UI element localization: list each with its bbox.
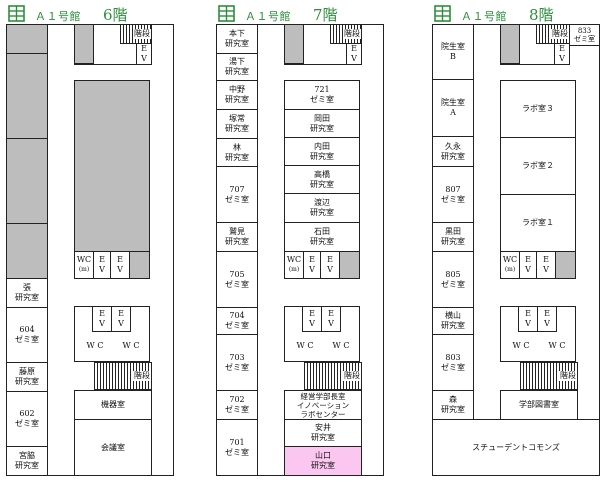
room-zhang: 張 研究室: [6, 278, 48, 308]
stairs-top: 階段: [536, 24, 570, 44]
room-lab1: ラボ室１: [500, 194, 576, 252]
gray-block: [6, 24, 48, 54]
room-yasui: 安井 研究室: [284, 419, 362, 447]
gray-block: [555, 251, 576, 279]
room-motoshita: 本下 研究室: [216, 24, 258, 54]
corridor-line: [74, 64, 136, 65]
room-703: 703 ゼミ室: [216, 334, 258, 391]
elevator: E V: [519, 251, 537, 279]
floor-label: 7階: [313, 6, 338, 24]
room-uchida: 内田 研究室: [284, 137, 360, 166]
corridor-line: [284, 64, 346, 65]
room-hisanaga: 久永 研究室: [432, 136, 474, 167]
room-yokoyama: 横山 研究室: [432, 307, 474, 335]
room-innovation: 経営学部長室 イノベーション ラボセンター: [284, 390, 362, 420]
floor-plan-6f: Ａ１号館 6階 張 研究室 604 ゼミ室 藤原 研究室 602 ゼミ室 宮脇 …: [0, 0, 184, 486]
room-hayashi: 林 研究室: [216, 138, 258, 167]
room-takahashi: 高橋 研究室: [284, 165, 360, 194]
stairs-top: 階段: [120, 24, 152, 44]
wc-right: W C: [548, 341, 566, 350]
wc-right: W C: [122, 341, 140, 350]
room-602: 602 ゼミ室: [6, 391, 48, 447]
room-nakano: 中野 研究室: [216, 80, 258, 110]
room-grad-b: 院生室 B: [432, 24, 474, 80]
room-604: 604 ゼミ室: [6, 307, 48, 363]
gray-block: [129, 251, 150, 279]
elevator: E V: [302, 306, 322, 332]
room-lab3: ラボ室３: [500, 80, 576, 138]
room-commons: スチューデントコモンズ: [432, 419, 600, 476]
room-807: 807 ゼミ室: [432, 166, 474, 223]
gray-block: [6, 223, 48, 279]
wc-small: WC(m): [284, 251, 304, 279]
elevator: E V: [92, 306, 112, 332]
room-704: 704 ゼミ室: [216, 307, 258, 335]
wc-small: WC(m): [74, 251, 94, 279]
room-yamaguchi: 山口 研究室: [284, 446, 362, 476]
elevator: E V: [93, 251, 111, 279]
stairs-mid: 階段: [94, 362, 152, 390]
room-grad-a: 院生室 A: [432, 79, 474, 137]
room-mori: 森 研究室: [432, 390, 474, 420]
gray-block: [74, 80, 150, 252]
elevator: E V: [321, 306, 341, 332]
elevator: E V: [518, 306, 538, 332]
building-icon: [218, 5, 235, 22]
gray-block: [6, 138, 48, 224]
room-ishida: 石田 研究室: [284, 222, 360, 252]
building-name: Ａ１号館: [461, 10, 507, 23]
floor-plan-7f: Ａ１号館 7階 本下 研究室 湯下 研究室 中野 研究室 塚常 研究室 林 研究…: [210, 0, 394, 486]
room-707: 707 ゼミ室: [216, 166, 258, 223]
room-721: 721 ゼミ室: [284, 80, 360, 110]
room-washimi: 鷲見 研究室: [216, 222, 258, 252]
elevator: E V: [110, 251, 130, 279]
elevator-top: E V: [136, 43, 152, 65]
gray-block: [339, 251, 360, 279]
elevator: E V: [303, 251, 321, 279]
room-705: 705 ゼミ室: [216, 251, 258, 308]
room-702: 702 ゼミ室: [216, 390, 258, 420]
wc-left: W C: [512, 341, 530, 350]
stairs-mid: 階段: [304, 362, 362, 390]
elevator: E V: [111, 306, 131, 332]
wc-left: W C: [86, 341, 104, 350]
room-library: 学部図書室: [500, 390, 578, 420]
wc-small: WC(m): [500, 251, 520, 279]
gray-block: [74, 24, 94, 64]
elevator-top: E V: [554, 43, 570, 65]
stairs-mid: 階段: [520, 362, 578, 390]
room-miyawaki: 宮脇 研究室: [6, 446, 48, 476]
gray-block: [6, 53, 48, 139]
building-icon: [434, 5, 451, 22]
wc-left: W C: [296, 341, 314, 350]
elevator-top: E V: [346, 43, 362, 65]
room-yushita: 湯下 研究室: [216, 53, 258, 81]
building-name: Ａ１号館: [35, 10, 81, 23]
gray-block: [284, 24, 304, 64]
elevator: E V: [320, 251, 340, 279]
building-icon: [8, 5, 25, 22]
gray-block: [500, 24, 520, 64]
corridor-line: [500, 64, 554, 65]
room-tsukatsune: 塚常 研究室: [216, 109, 258, 139]
room-okada: 岡田 研究室: [284, 109, 360, 138]
room-803: 803 ゼミ室: [432, 334, 474, 391]
room-machine: 機器室: [74, 390, 152, 420]
room-meeting: 会議室: [74, 419, 152, 476]
room-701: 701 ゼミ室: [216, 419, 258, 476]
floor-label: 8階: [529, 6, 554, 24]
building-name: Ａ１号館: [245, 10, 291, 23]
room-kuroda: 黒田 研究室: [432, 222, 474, 252]
elevator: E V: [536, 251, 556, 279]
floor-label: 6階: [103, 6, 128, 24]
wc-right: W C: [332, 341, 350, 350]
room-watanabe: 渡辺 研究室: [284, 193, 360, 223]
room-fujiwara: 藤原 研究室: [6, 362, 48, 392]
room-805: 805 ゼミ室: [432, 251, 474, 308]
stairs-top: 階段: [330, 24, 362, 44]
room-833: 833 ゼミ室: [569, 24, 600, 46]
floor-plan-8f: Ａ１号館 8階 院生室 B 院生室 A 久永 研究室 807 ゼミ室 黒田 研究…: [426, 0, 610, 486]
elevator: E V: [537, 306, 557, 332]
room-lab2: ラボ室２: [500, 137, 576, 195]
